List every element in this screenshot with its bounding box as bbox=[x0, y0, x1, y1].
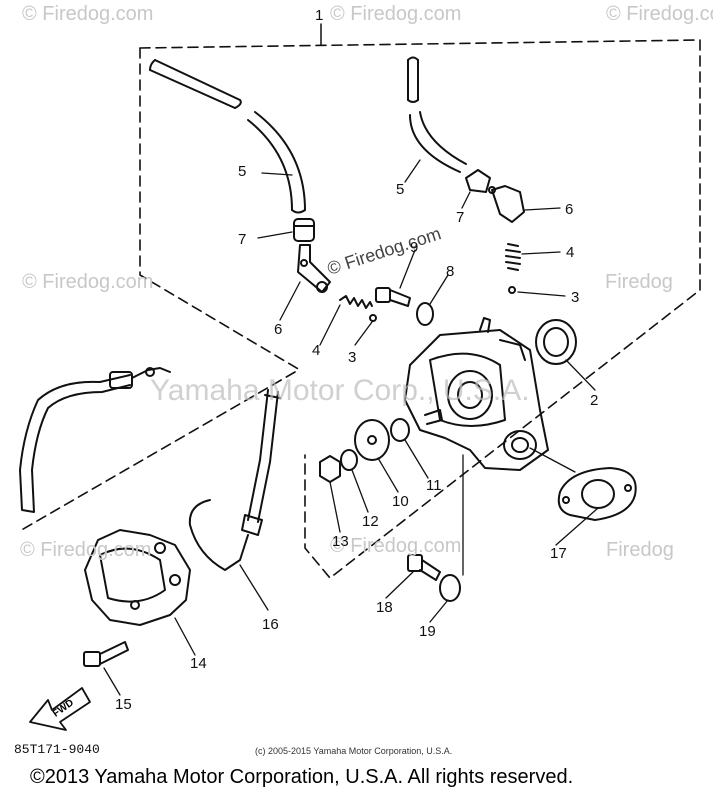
watermark-bl: © Firedog.com bbox=[20, 539, 152, 561]
leader-10 bbox=[377, 457, 399, 493]
cable-16 bbox=[188, 389, 281, 571]
small-copyright: (c) 2005-2015 Yamaha Motor Corporation, … bbox=[255, 746, 453, 756]
pump-body bbox=[404, 317, 549, 471]
watermark-br: Firedog bbox=[606, 539, 674, 561]
leader-4a bbox=[319, 304, 341, 346]
callout-11: 11 bbox=[426, 477, 442, 494]
callout-4a: 4 bbox=[312, 342, 321, 359]
callout-10: 10 bbox=[392, 493, 409, 510]
diagram-code: 85T171-9040 bbox=[14, 742, 100, 757]
hose-right bbox=[407, 56, 467, 173]
leader-7b bbox=[461, 191, 471, 209]
watermark-mr: Firedog bbox=[605, 271, 673, 293]
leader-5b bbox=[404, 159, 421, 183]
leader-11 bbox=[404, 439, 429, 479]
gasket-17 bbox=[557, 467, 637, 521]
leader-13 bbox=[329, 481, 341, 533]
bolt-9 bbox=[375, 287, 411, 307]
callout-7b: 7 bbox=[456, 209, 465, 226]
leader-2 bbox=[565, 359, 596, 391]
disc-10 bbox=[354, 419, 390, 461]
watermark-tr: © Firedog.com bbox=[606, 3, 713, 25]
washer-19 bbox=[439, 574, 461, 602]
callout-16: 16 bbox=[262, 616, 279, 633]
collar-left bbox=[293, 218, 315, 242]
callout-3b: 3 bbox=[571, 289, 580, 306]
callout-12: 12 bbox=[362, 513, 379, 530]
nut-13 bbox=[319, 455, 341, 483]
callout-15: 15 bbox=[115, 696, 132, 713]
watermark-tl: © Firedog.com bbox=[22, 3, 154, 25]
watermark-bc: © Firedog.com bbox=[330, 535, 462, 557]
leader-3b bbox=[517, 291, 566, 297]
copyright-notice: ©2013 Yamaha Motor Corporation, U.S.A. A… bbox=[30, 766, 574, 788]
leader-4b bbox=[521, 251, 561, 255]
leader-19 bbox=[429, 599, 449, 623]
spring-right bbox=[505, 243, 521, 271]
leader-3a bbox=[354, 321, 373, 346]
ball-left bbox=[369, 314, 377, 322]
leader-6b bbox=[524, 207, 561, 211]
leader-17b bbox=[529, 447, 576, 473]
leader-6a bbox=[279, 281, 301, 321]
callout-5a: 5 bbox=[238, 163, 247, 180]
callout-18: 18 bbox=[376, 599, 393, 616]
callout-6b: 6 bbox=[565, 201, 574, 218]
callout-14: 14 bbox=[190, 655, 207, 672]
fitting-right bbox=[488, 185, 525, 223]
bolt-15 bbox=[83, 641, 129, 667]
leader-8 bbox=[429, 274, 449, 305]
watermark-ml: © Firedog.com bbox=[22, 271, 154, 293]
callout-5b: 5 bbox=[396, 181, 405, 198]
leader-5a bbox=[261, 172, 293, 176]
leader-15 bbox=[103, 667, 121, 696]
oil-seal bbox=[535, 319, 577, 365]
leader-7a bbox=[257, 231, 293, 239]
washer-12 bbox=[340, 449, 358, 471]
callout-1: 1 bbox=[315, 7, 324, 24]
callout-19: 19 bbox=[419, 623, 436, 640]
callout-17: 17 bbox=[550, 545, 567, 562]
callout-2: 2 bbox=[590, 392, 599, 409]
leader-12 bbox=[351, 469, 369, 513]
spring-left bbox=[339, 295, 373, 309]
ball-right bbox=[508, 286, 516, 294]
callout-8: 8 bbox=[446, 263, 455, 280]
collar-right bbox=[465, 169, 491, 193]
fitting-left bbox=[297, 244, 331, 293]
callout-7a: 7 bbox=[238, 231, 247, 248]
assembly-boundary-left bbox=[139, 47, 301, 371]
washer-11 bbox=[390, 418, 410, 442]
hose-left bbox=[149, 59, 306, 214]
washer-8 bbox=[416, 302, 434, 326]
callout-13: 13 bbox=[332, 533, 349, 550]
fwd-arrow bbox=[29, 687, 91, 731]
callout-9: 9 bbox=[410, 239, 419, 256]
watermark-tc: © Firedog.com bbox=[330, 3, 462, 25]
assembly-boundary bbox=[139, 39, 701, 579]
cable-upper-left bbox=[19, 367, 171, 513]
leader-14 bbox=[174, 617, 196, 656]
leader-17 bbox=[555, 507, 599, 546]
watermark-center: Yamaha Motor Corp., U.S.A. bbox=[150, 374, 530, 407]
leader-16 bbox=[239, 564, 269, 611]
leader-9 bbox=[399, 249, 416, 289]
assembly-boundary-lower bbox=[17, 371, 296, 533]
callout-4b: 4 bbox=[566, 244, 575, 261]
callout-6a: 6 bbox=[274, 321, 283, 338]
pump-cover-14 bbox=[84, 529, 191, 626]
leader-18 bbox=[385, 571, 414, 599]
bolt-18 bbox=[407, 554, 441, 581]
callout-3a: 3 bbox=[348, 349, 357, 366]
